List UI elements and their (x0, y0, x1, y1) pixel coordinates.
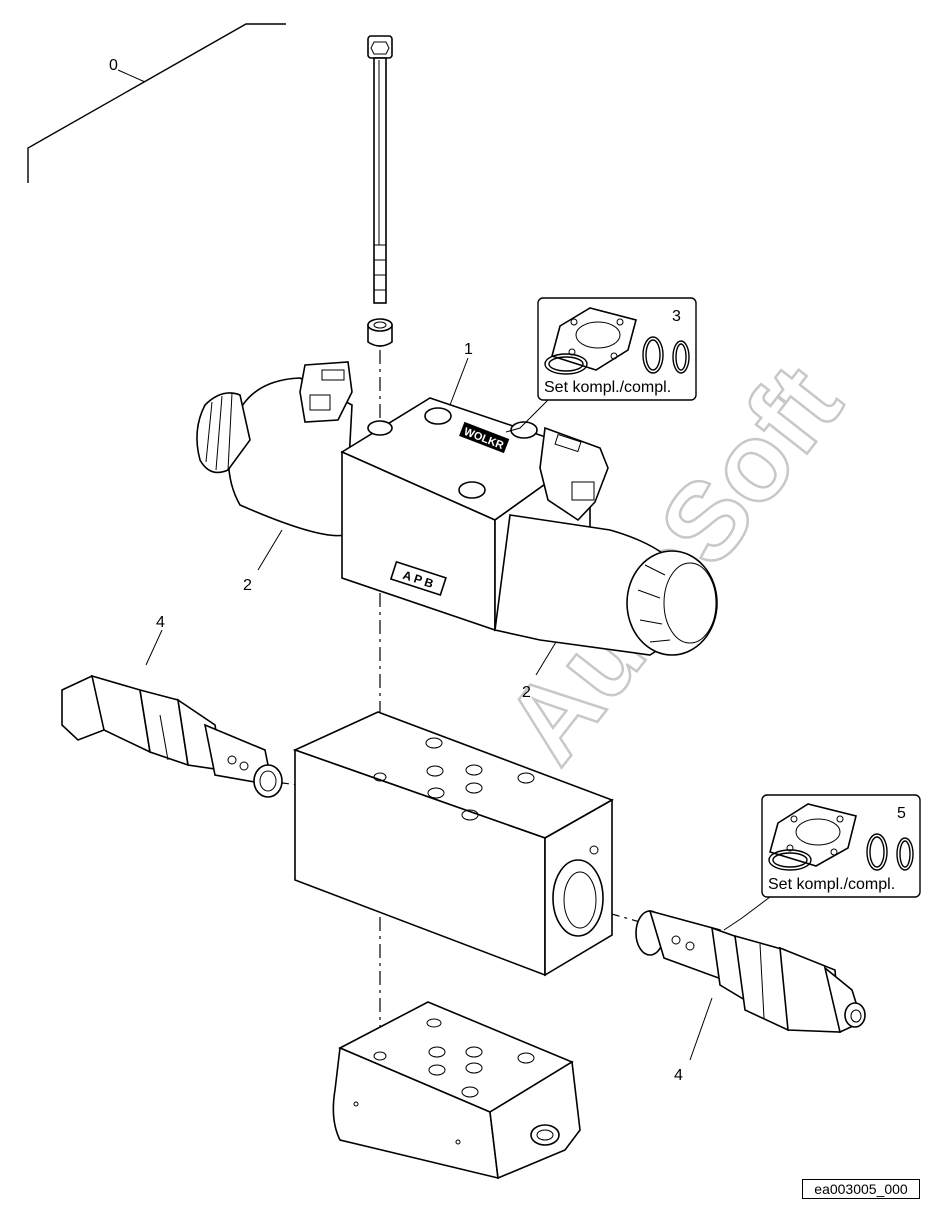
callout-1-leader (449, 357, 469, 406)
callout-2-left: 2 (243, 577, 252, 594)
seal-kit-bottom-label: Set kompl./compl. (768, 876, 895, 893)
assembly-bracket: 0 (27, 23, 286, 183)
seal-kit-top: 3 Set kompl./compl. (505, 297, 697, 433)
seal-kit-bottom: 5 Set kompl./compl. (723, 794, 921, 931)
callout-4-right-leader (689, 997, 713, 1061)
callout-1: 1 (464, 341, 473, 358)
callout-4-left-leader (145, 629, 163, 666)
directional-valve: WOLKR A P B (196, 361, 718, 656)
base-plate (332, 1001, 581, 1180)
callout-5: 5 (897, 805, 906, 822)
reference-code: ea003005_000 (802, 1179, 920, 1199)
manifold-block (292, 711, 614, 977)
callout-0: 0 (109, 57, 118, 74)
cartridge-valve-left (61, 674, 283, 798)
callout-2-right: 2 (522, 684, 531, 701)
washer-part (367, 318, 393, 347)
bolt-part (367, 35, 393, 304)
seal-kit-top-label: Set kompl./compl. (544, 379, 671, 396)
callout-4-right: 4 (674, 1067, 683, 1084)
callout-3: 3 (672, 308, 681, 325)
cartridge-valve-right (635, 909, 866, 1034)
callout-4-left: 4 (156, 614, 165, 631)
callout-2-left-leader (257, 529, 283, 571)
callout-2-right-leader (535, 641, 557, 676)
